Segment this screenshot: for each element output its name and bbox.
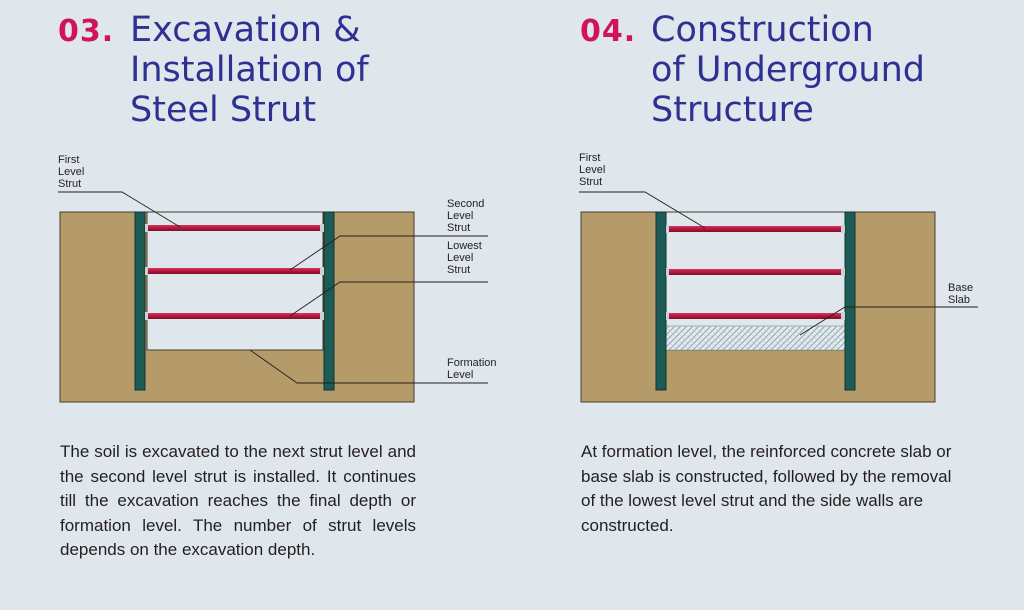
second-strut-label: Second Level Strut — [447, 198, 487, 234]
lowest-level-strut — [145, 313, 320, 319]
step-04-panel: 04. Construction of Underground Structur… — [520, 0, 1020, 610]
second-level-strut — [145, 268, 320, 274]
lowest-strut-label: Lowest Level Strut — [447, 240, 485, 276]
underground-structure-diagram: First Level Strut Base Slab — [579, 152, 978, 403]
step-number: 03. — [58, 14, 115, 49]
lowest-level-strut — [666, 313, 841, 319]
title-line-3: Steel Strut — [130, 90, 317, 130]
right-retaining-wall — [844, 211, 856, 391]
first-strut-leader — [58, 191, 181, 228]
first-strut-leader — [579, 191, 706, 229]
title-line-2: of Underground — [651, 50, 926, 90]
step-title: Construction of Underground Structure — [651, 10, 1011, 130]
left-retaining-wall — [134, 211, 146, 391]
step-03-panel: 03. Excavation & Installation of Steel S… — [0, 0, 500, 610]
lowest-strut-leader — [289, 281, 488, 317]
base-slab-label: Base Slab — [948, 282, 976, 306]
first-level-strut — [666, 226, 841, 232]
step-title: Excavation & Installation of Steel Strut — [130, 10, 470, 130]
title-line-1: Excavation & — [130, 10, 361, 50]
step-description: At formation level, the reinforced concr… — [581, 442, 952, 535]
soil-mass — [59, 211, 415, 403]
right-retaining-wall — [323, 211, 335, 391]
title-line-2: Installation of — [130, 50, 369, 90]
title-line-3: Structure — [651, 90, 814, 130]
second-level-strut — [666, 269, 841, 275]
step-description: The soil is excavated to the next strut … — [60, 442, 416, 559]
excavation-diagram: First Level Strut Second Level Strut Low… — [58, 154, 500, 403]
formation-leader — [249, 349, 488, 384]
base-slab-leader — [799, 306, 978, 336]
step-number: 04. — [580, 14, 637, 49]
left-retaining-wall — [655, 211, 667, 391]
title-line-1: Construction — [651, 10, 874, 50]
second-strut-leader — [289, 235, 488, 271]
formation-level-label: Formation Level — [447, 357, 500, 381]
first-level-strut — [145, 225, 320, 231]
first-strut-label: First Level Strut — [579, 152, 608, 188]
base-slab — [665, 325, 850, 351]
first-strut-label: First Level Strut — [58, 154, 87, 190]
